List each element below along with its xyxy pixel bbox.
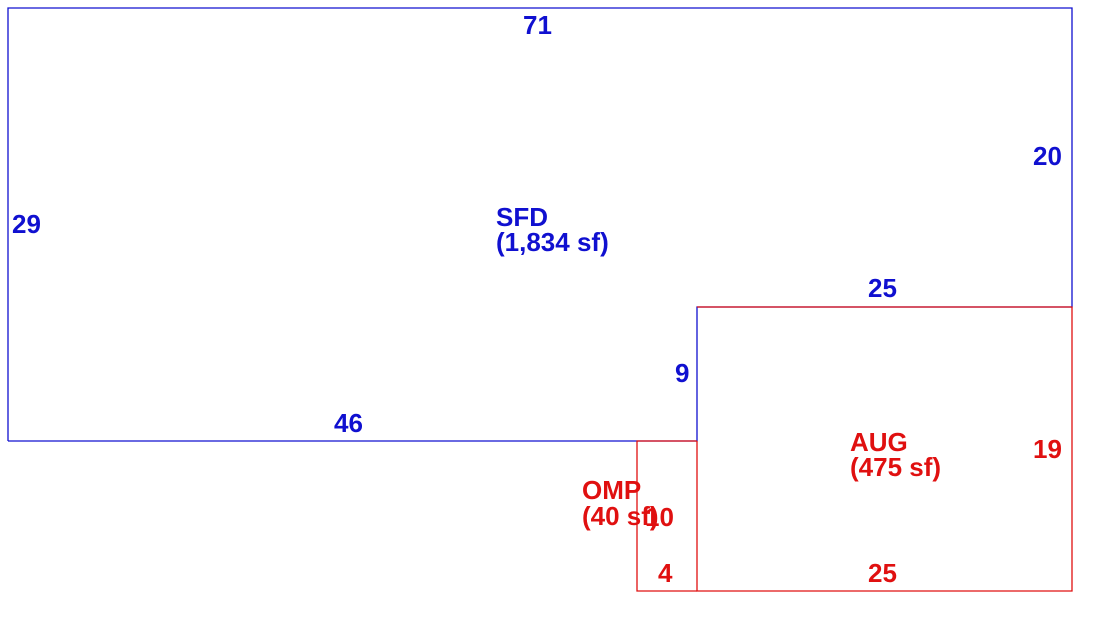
aug-area-label: (475 sf) (850, 452, 941, 482)
sfd-name-label: SFD (496, 202, 548, 232)
aug-name-label: AUG (850, 427, 908, 457)
sfd-step-side-dimension: 9 (675, 358, 689, 388)
omp-outline (636, 440, 697, 592)
sfd-top-dimension: 71 (523, 10, 552, 40)
omp-bottom-dimension: 4 (658, 558, 673, 588)
aug-right-dimension: 19 (1033, 434, 1062, 464)
omp-name-label: OMP (582, 475, 641, 505)
sfd-step-top-dimension: 25 (868, 273, 897, 303)
omp-area-label: (40 sf) (582, 501, 659, 531)
aug-outline (696, 306, 1073, 592)
sfd-left-dimension: 29 (12, 209, 41, 239)
aug-bottom-dimension: 25 (868, 558, 897, 588)
sfd-area-label: (1,834 sf) (496, 227, 609, 257)
omp-side-dimension: 10 (645, 502, 674, 532)
sfd-bottom-dimension: 46 (334, 408, 363, 438)
sfd-right-dimension: 20 (1033, 141, 1062, 171)
